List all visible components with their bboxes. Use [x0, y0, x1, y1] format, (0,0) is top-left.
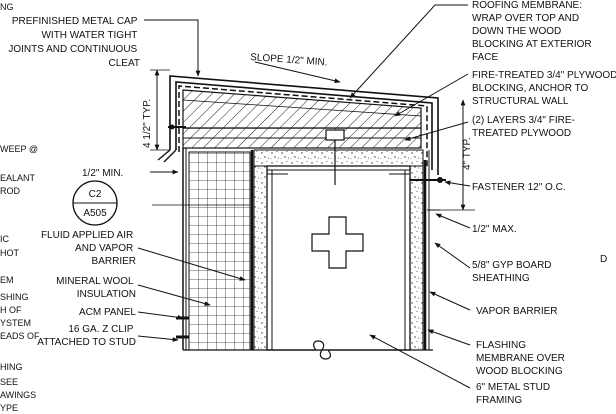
dim-4-typ: 4" TYP. — [462, 137, 473, 170]
svg-text:AWINGS: AWINGS — [0, 390, 36, 400]
svg-text:EALANT: EALANT — [0, 173, 36, 183]
label-mineral-wool: MINERAL WOOL INSULATION — [56, 276, 136, 300]
svg-text:H OF: H OF — [0, 305, 22, 315]
svg-text:HING: HING — [0, 362, 23, 372]
section-callout[interactable]: C2 A505 — [72, 180, 118, 226]
label-half-min: 1/2" MIN. — [82, 168, 123, 179]
label-fluid-barrier: FLUID APPLIED AIR AND VAPOR BARRIER — [41, 230, 136, 267]
label-acm-panel: ACM PANEL — [79, 307, 136, 318]
label-gyp-sheathing: 5/8" GYP BOARD SHEATHING — [472, 260, 554, 284]
label-plywood-blocking: FIRE-TREATED 3/4" PLYWOOD BLOCKING, ANCH… — [472, 70, 616, 107]
label-z-clip: 16 GA. Z CLIP ATTACHED TO STUD — [37, 324, 136, 348]
left-cut-labels: NG WEEP @ EALANT ROD IC HOT EM SHING H O… — [0, 2, 40, 413]
mineral-wool-insulation — [188, 151, 251, 351]
dim-4-1-2-typ: 4 1/2" TYP. — [142, 99, 153, 148]
leaders — [137, 4, 471, 389]
callout-detail-number: C2 — [89, 189, 102, 200]
label-two-layers-plywood: (2) LAYERS 3/4" FIRE- TREATED PLYWOOD — [472, 115, 578, 139]
dimensions: 4 1/2" TYP. 4" TYP. — [142, 69, 475, 211]
label-metal-cap: PREFINISHED METAL CAP WITH WATER TIGHT J… — [8, 16, 140, 69]
svg-text:YPE: YPE — [0, 403, 18, 413]
gyp-sheathing-top — [253, 149, 424, 167]
gyp-sheathing-left — [253, 157, 268, 351]
svg-text:NG: NG — [0, 2, 14, 12]
svg-text:SHING: SHING — [0, 292, 29, 302]
roofing-membrane — [178, 85, 428, 168]
cross-symbol — [311, 216, 364, 269]
label-flashing-membrane: FLASHING MEMBRANE OVER WOOD BLOCKING — [476, 340, 568, 377]
gyp-sheathing-right — [409, 159, 424, 351]
label-half-max: 1/2" MAX. — [472, 224, 517, 235]
svg-text:HOT: HOT — [0, 248, 20, 258]
label-metal-stud: 6" METAL STUD FRAMING — [476, 382, 553, 406]
svg-text:IC: IC — [0, 234, 10, 244]
svg-text:WEEP @: WEEP @ — [0, 144, 38, 154]
label-fastener: FASTENER 12" O.C. — [472, 182, 566, 193]
grid-letter: D — [600, 254, 607, 265]
label-vapor-barrier: VAPOR BARRIER — [476, 306, 558, 317]
svg-text:SEE: SEE — [0, 377, 18, 387]
sloped-plywood — [182, 89, 422, 129]
callout-sheet-number: A505 — [83, 208, 107, 219]
annotations: PREFINISHED METAL CAP WITH WATER TIGHT J… — [8, 0, 616, 406]
svg-text:ROD: ROD — [0, 186, 21, 196]
svg-text:EADS OF: EADS OF — [0, 331, 40, 341]
svg-text:YSTEM: YSTEM — [0, 318, 31, 328]
svg-text:EM: EM — [0, 275, 14, 285]
wall-assembly — [157, 75, 446, 360]
metal-cap — [169, 75, 439, 175]
label-roofing-membrane: ROOFING MEMBRANE: WRAP OVER TOP AND DOWN… — [472, 0, 594, 63]
label-slope: SLOPE 1/2" MIN. — [250, 52, 328, 68]
